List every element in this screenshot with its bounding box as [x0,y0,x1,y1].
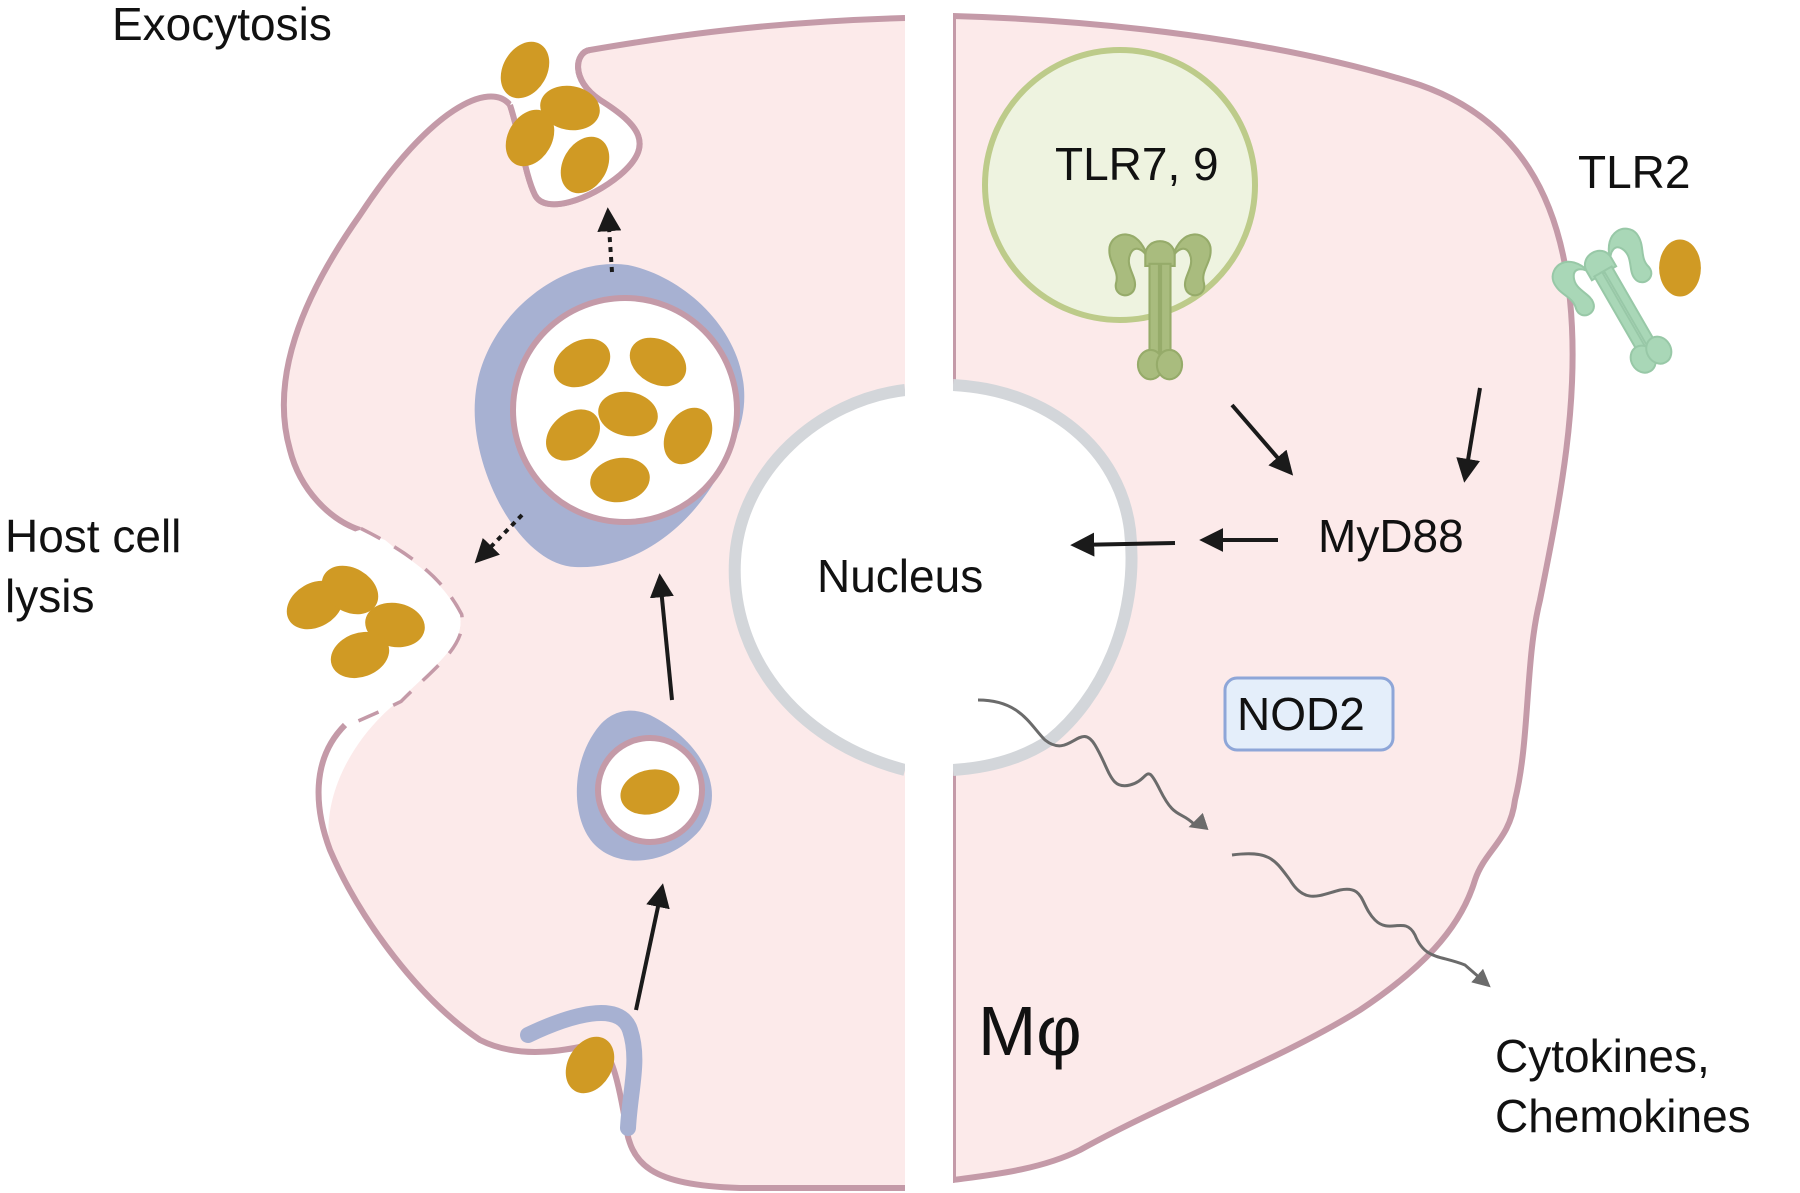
output-label-line2: Chemokines [1495,1090,1751,1142]
left-cytoplasm [283,18,905,1188]
arrow-icon [634,883,670,1011]
arrow-icon [1230,403,1294,476]
nod2-box [1223,676,1395,752]
phagocytic-cup-coat [520,1005,643,1136]
nucleus-left-arc [728,384,907,776]
nucleus-right-arc [952,379,1138,776]
tlr2-receptor-icon [1551,227,1673,374]
macrophage-label: Mφ [978,992,1082,1070]
left-membrane-lower [315,722,905,1191]
tlr2-label: TLR2 [1578,146,1690,198]
bacterium-icon [1659,239,1701,297]
host-cell-lysis-label-line1: Host cell [5,510,181,562]
nucleus-label: Nucleus [817,550,983,602]
tlr79-label: TLR7, 9 [1055,138,1219,190]
endosome [982,47,1258,323]
exocytosis-pocket-edge [507,47,643,208]
host-cell-lysis-label-line2: lysis [5,570,94,622]
arrow-icon [474,513,524,564]
output-label-line1: Cytokines, [1495,1030,1710,1082]
mrna-squiggle-icon [1231,852,1491,988]
arrow-icon [1070,532,1176,557]
right-arrows [1070,387,1482,557]
mrna-squiggle-icon [977,698,1209,830]
arrow-icon [649,573,674,701]
nod2-label: NOD2 [1237,688,1365,740]
arrow-icon [1456,387,1482,483]
arrow-icon [597,207,622,273]
myd88-label: MyD88 [1318,510,1464,562]
left-arrows [474,207,674,1011]
exocytosis-label: Exocytosis [112,0,332,50]
center-divider [905,0,953,1193]
